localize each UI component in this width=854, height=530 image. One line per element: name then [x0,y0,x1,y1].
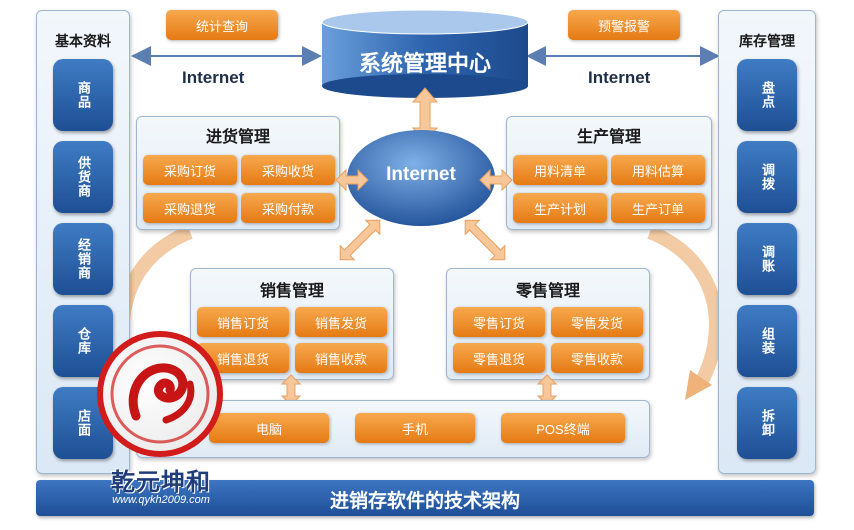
sidebar-item-disassemble[interactable]: 拆卸 [737,387,797,459]
retail-return-label: 零售退货 [472,351,525,367]
sidebar-item-assemble[interactable]: 组装 [737,305,797,377]
alert-button[interactable]: 预警报警 [568,10,680,40]
disassemble-label: 拆卸 [760,409,775,437]
device-pos-button[interactable]: POS终端 [501,413,625,443]
device-pc-button[interactable]: 电脑 [209,413,329,443]
internet-center-label: Internet [386,164,456,185]
sales-return-label: 销售退货 [216,351,269,367]
production-internet-arrow [479,168,513,192]
device-pos-label: POS终端 [536,421,590,437]
supplier-label: 供货商 [76,156,91,198]
retail-return-button[interactable]: 零售退货 [453,343,545,373]
inventory-panel: 库存管理 盘点 调拨 调账 组装 拆卸 [718,10,816,474]
sidebar-item-supplier[interactable]: 供货商 [53,141,113,213]
retail-ship-button[interactable]: 零售发货 [551,307,643,337]
production-title: 生产管理 [576,129,641,146]
purchase-group: 进货管理 采购订货 采购收货 采购退货 采购付款 [136,116,340,230]
devices-bar: 电脑 手机 POS终端 [136,400,650,458]
production-group: 生产管理 用料清单 用料估算 生产计划 生产订单 [506,116,712,230]
stats-query-label: 统计查询 [195,18,248,34]
sidebar-item-stocktake[interactable]: 盘点 [737,59,797,131]
internet-right-label: Internet [588,68,651,87]
internet-left-label: Internet [182,68,245,87]
alert-label: 预警报警 [597,18,650,34]
production-plan-button[interactable]: 生产计划 [513,193,607,223]
sidebar-item-goods[interactable]: 商品 [53,59,113,131]
adjust-label: 调账 [760,245,775,273]
logo-name: 乾元坤和 [111,467,211,496]
sales-ship-label: 销售发货 [314,315,367,331]
sales-title: 销售管理 [259,283,324,300]
inventory-title: 库存管理 [739,33,795,49]
right-arc-head [685,370,712,400]
internet-retail-arrow [464,219,506,261]
purchase-return-label: 采购退货 [163,201,216,217]
sales-collect-label: 销售收款 [314,351,367,367]
device-mobile-label: 手机 [401,421,428,437]
bom-button[interactable]: 用料清单 [513,155,607,185]
sales-order-label: 销售订货 [216,315,269,331]
purchase-receive-label: 采购收货 [261,163,314,179]
purchase-title: 进货管理 [205,129,270,146]
sales-ship-button[interactable]: 销售发货 [295,307,387,337]
basic-info-title: 基本资料 [55,33,111,49]
device-pc-label: 电脑 [255,421,282,437]
system-center-title: 系统管理中心 [358,51,491,76]
retail-collect-button[interactable]: 零售收款 [551,343,643,373]
production-order-button[interactable]: 生产订单 [611,193,705,223]
internet-sales-arrow [339,219,381,261]
sidebar-item-warehouse[interactable]: 仓库 [53,305,113,377]
assemble-label: 组装 [760,327,775,355]
footer-bar: 进销存软件的技术架构 [36,480,814,516]
company-logo-icon [97,331,223,457]
retail-title: 零售管理 [515,283,580,300]
production-order-label: 生产订单 [631,201,684,217]
stocktake-label: 盘点 [760,81,775,109]
goods-label: 商品 [76,81,91,109]
purchase-receive-button[interactable]: 采购收货 [241,155,335,185]
transfer-label: 调拨 [760,163,775,191]
retail-collect-label: 零售收款 [570,351,623,367]
sales-group: 销售管理 销售订货 销售发货 销售退货 销售收款 [190,268,394,380]
sales-collect-button[interactable]: 销售收款 [295,343,387,373]
store-label: 店面 [76,409,91,437]
right-arc-arrow [647,225,723,389]
sales-order-button[interactable]: 销售订货 [197,307,289,337]
retail-order-button[interactable]: 零售订货 [453,307,545,337]
warehouse-label: 仓库 [76,327,91,355]
distributor-label: 经销商 [76,238,91,280]
footer-title: 进销存软件的技术架构 [329,491,520,512]
device-mobile-button[interactable]: 手机 [355,413,475,443]
production-plan-label: 生产计划 [533,201,586,217]
sidebar-item-distributor[interactable]: 经销商 [53,223,113,295]
purchase-internet-arrow [335,168,369,192]
purchase-payment-label: 采购付款 [261,201,314,217]
retail-group: 零售管理 零售订货 零售发货 零售退货 零售收款 [446,268,650,380]
purchase-order-label: 采购订货 [163,163,216,179]
sidebar-item-transfer[interactable]: 调拨 [737,141,797,213]
stats-query-button[interactable]: 统计查询 [166,10,278,40]
bom-label: 用料清单 [533,163,586,179]
purchase-order-button[interactable]: 采购订货 [143,155,237,185]
material-estimate-button[interactable]: 用料估算 [611,155,705,185]
material-estimate-label: 用料估算 [631,163,684,179]
retail-ship-label: 零售发货 [570,315,623,331]
internet-oval-icon [347,130,495,226]
purchase-return-button[interactable]: 采购退货 [143,193,237,223]
sidebar-item-adjust[interactable]: 调账 [737,223,797,295]
database-cylinder-icon [321,9,529,98]
logo-url: www.qykh2009.com [112,494,210,506]
purchase-payment-button[interactable]: 采购付款 [241,193,335,223]
retail-order-label: 零售订货 [472,315,525,331]
